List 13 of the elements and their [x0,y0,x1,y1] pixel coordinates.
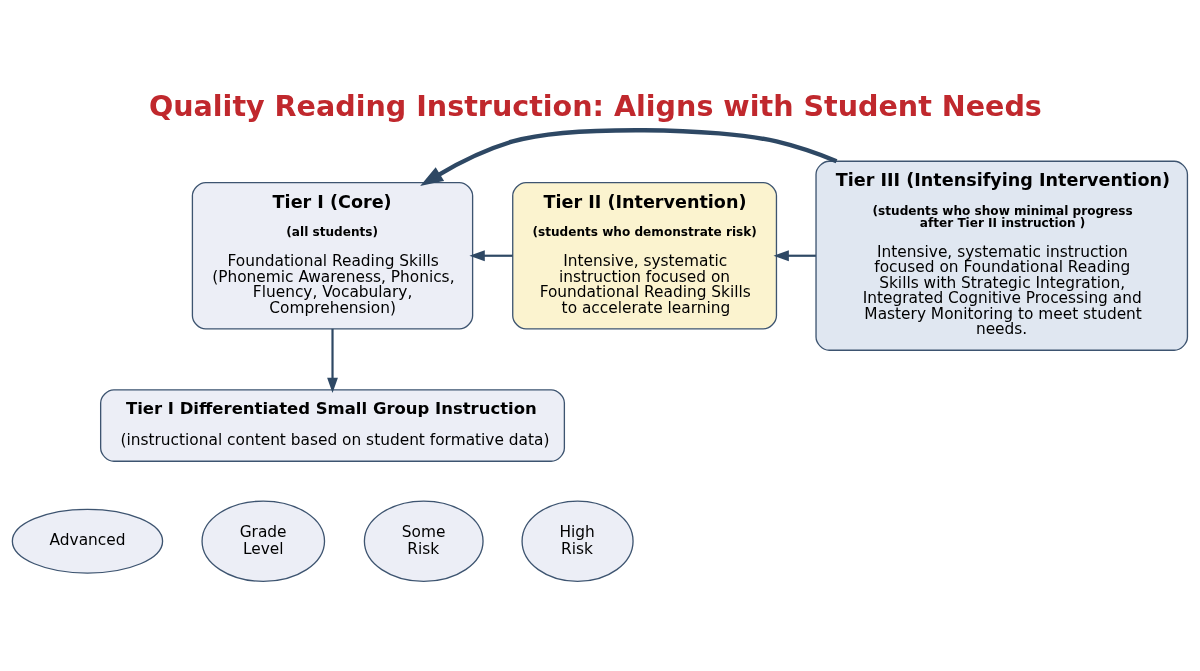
node-ellipse: Grade Level [201,500,326,582]
node-box: Tier I Differentiated Small Group Instruction (instructional content based on student formative data) [100,389,566,462]
arrow [469,250,513,262]
node-box: Tier III (Intensifying Intervention) (students who show minimal progress after Tier II instruction ) Intensive, systematic instruction focused on Foundational Reading Skills with Strategic Integration, Integrated Cognitive Processing and Mastery Monitoring to meet student needs. [815,160,1189,351]
arrow [327,328,338,394]
arrow [773,250,816,262]
node-ellipse: Advanced [11,508,164,574]
node-box: Tier II (Intervention) (students who demonstrate risk) Intensive, systematic instruction focused on Foundational Reading Skills to accelerate learning [512,182,778,330]
diagram-title: Quality Reading Instruction: Aligns with Student Needs [148,88,1042,123]
arrow [420,128,838,187]
node-ellipse: High Risk [521,500,634,582]
node-ellipse: Some Risk [363,500,484,582]
node-box: Tier I (Core) (all students) Foundational Reading Skills (Phonemic Awareness, Phonics, Fluency, Vocabulary, Comprehension) [191,182,474,330]
